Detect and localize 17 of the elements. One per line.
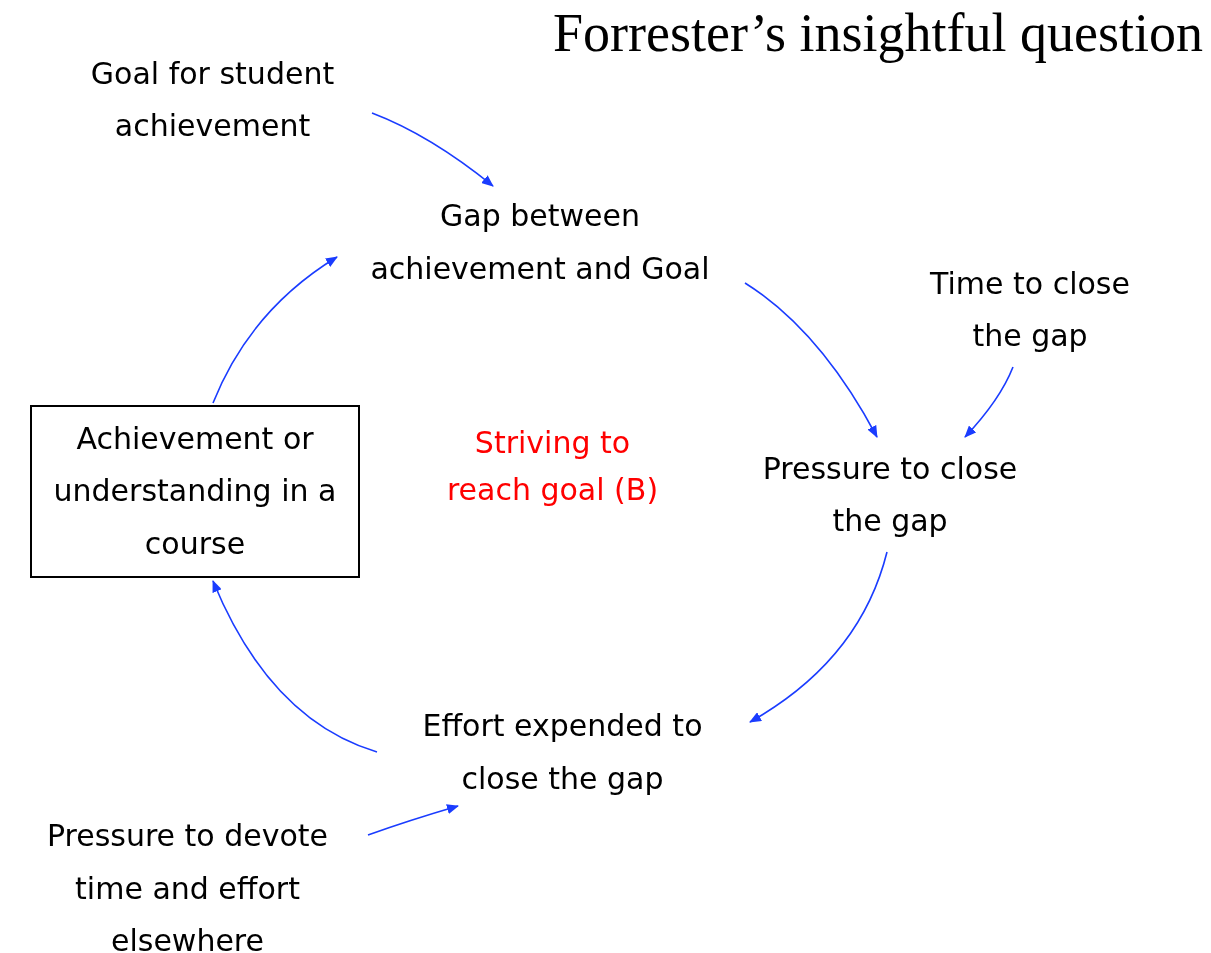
variable-label: Pressure to close the gap bbox=[761, 449, 1019, 540]
variable-label: Pressure to devote time and effort elsewhere bbox=[45, 817, 330, 953]
variable-label: Gap between achievement and Goal bbox=[369, 197, 711, 288]
arrow bbox=[212, 580, 378, 753]
stock-box bbox=[30, 405, 360, 578]
loop-label: Striving to reach goal (B) bbox=[445, 424, 660, 509]
variable-label: Effort expended to close the gap bbox=[421, 707, 704, 798]
variable-label: Time to close the gap bbox=[929, 264, 1131, 355]
arrow bbox=[371, 112, 494, 187]
arrow bbox=[367, 804, 459, 836]
variable-label: Goal for student achievement bbox=[89, 54, 336, 145]
stock-label: Achievement or understanding in a course bbox=[52, 419, 338, 563]
diagram-title: Forrester’s insightful question bbox=[553, 2, 1203, 64]
arrow bbox=[212, 256, 338, 404]
arrow bbox=[744, 282, 878, 438]
arrow bbox=[964, 366, 1014, 438]
arrow bbox=[749, 551, 888, 723]
